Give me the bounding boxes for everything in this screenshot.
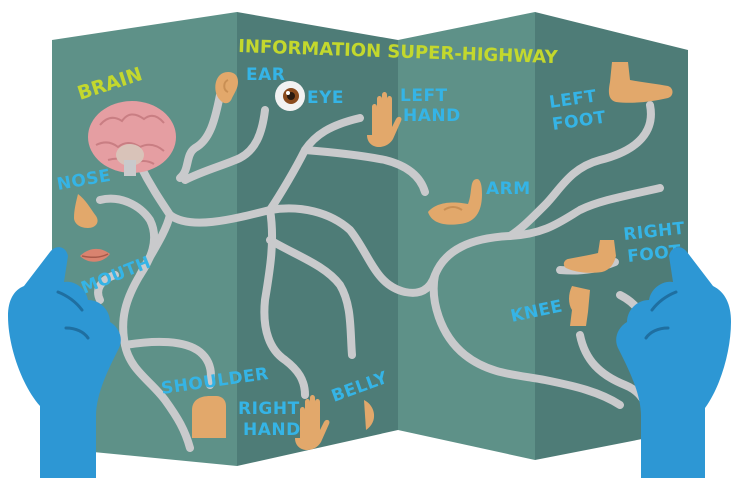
left-hand-label-line1: LEFT	[400, 86, 448, 106]
arm-label: ARM	[486, 179, 531, 199]
knee-icon	[569, 286, 590, 326]
right-hand-label-line2: HAND	[243, 420, 301, 440]
folded-map	[52, 12, 688, 466]
left-hand-label-line2: HAND	[403, 106, 461, 126]
shoulder-icon	[192, 396, 226, 438]
eye-icon	[275, 81, 305, 111]
right-hand-label-line1: RIGHT	[238, 399, 300, 419]
eye-label: EYE	[307, 88, 344, 108]
ear-label: EAR	[246, 65, 285, 85]
